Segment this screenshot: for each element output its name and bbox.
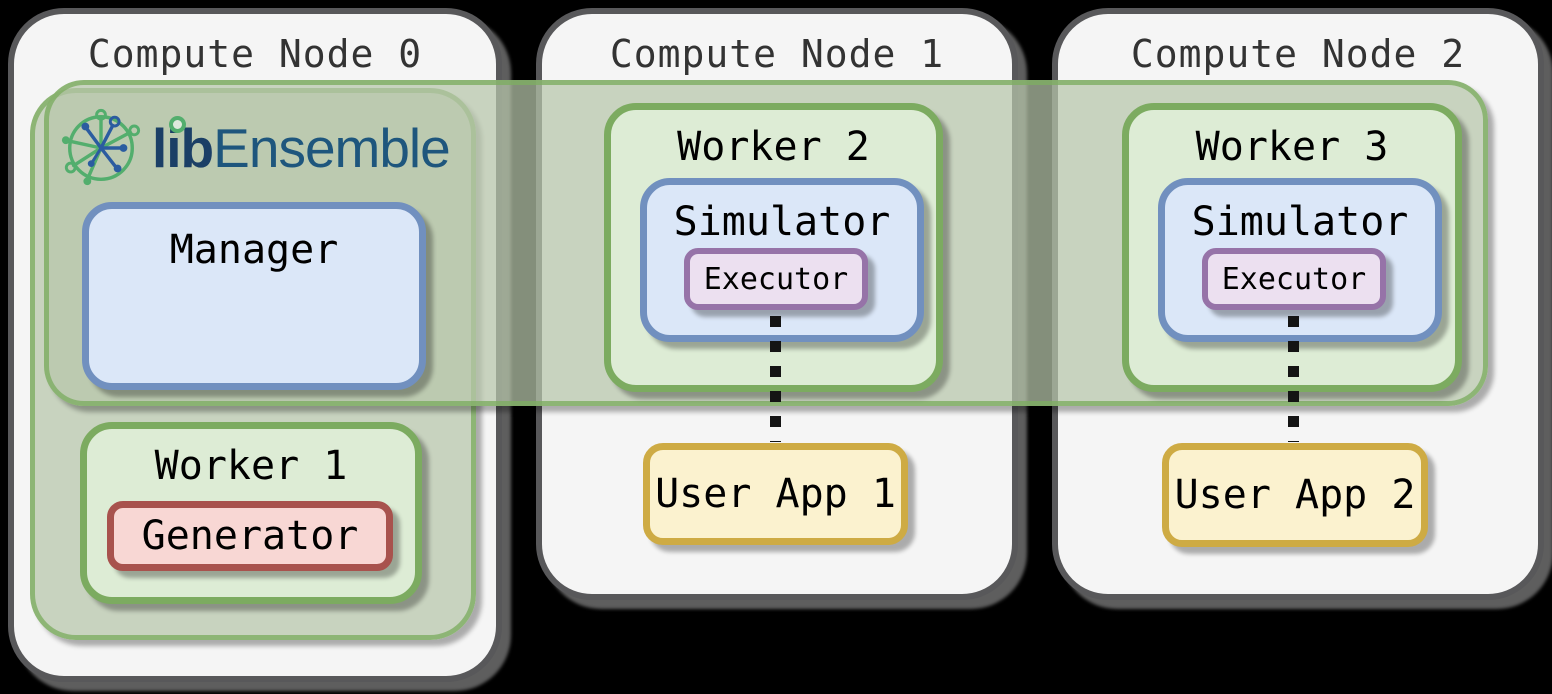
compute-node-2-title: Compute Node 2 — [1130, 32, 1466, 76]
compute-node-1-title: Compute Node 1 — [609, 32, 945, 76]
executor-label: Executor — [703, 261, 849, 297]
executor-box-node1: Executor — [684, 248, 868, 310]
generator-label: Generator — [141, 513, 359, 559]
executor-box-node2: Executor — [1202, 248, 1386, 310]
worker-1-label: Worker 1 — [154, 443, 348, 489]
simulator-label: Simulator — [1191, 199, 1409, 245]
compute-node-0-title: Compute Node 0 — [87, 32, 423, 76]
manager-box: Manager — [82, 202, 426, 390]
logo-i-dot-icon — [169, 115, 186, 133]
manager-label: Manager — [169, 227, 339, 273]
simulator-label: Simulator — [673, 199, 891, 245]
logo-ensemble-text: Ensemble — [213, 116, 451, 179]
executor-userapp1-connector — [770, 316, 781, 442]
user-app-1-box: User App 1 — [643, 443, 908, 545]
executor-userapp2-connector — [1288, 316, 1299, 442]
network-hub-icon — [61, 108, 141, 186]
executor-label: Executor — [1221, 261, 1367, 297]
worker-3-label: Worker 3 — [1195, 124, 1389, 170]
user-app-2-label: User App 2 — [1174, 472, 1416, 518]
user-app-1-label: User App 1 — [655, 471, 896, 517]
user-app-2-box: User App 2 — [1162, 443, 1428, 547]
generator-box: Generator — [107, 501, 393, 571]
worker-2-label: Worker 2 — [677, 124, 870, 170]
